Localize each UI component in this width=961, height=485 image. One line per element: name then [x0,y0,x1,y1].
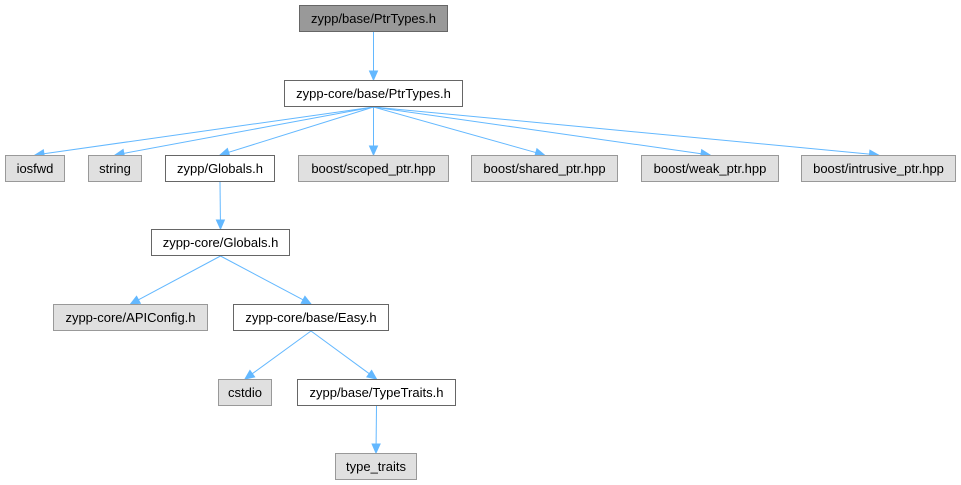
edge-core_ptrtypes-to-string [123,106,374,154]
edge-arrowhead [366,369,378,380]
node-zypp-base-ptrtypes-h: zypp/base/PtrTypes.h [299,5,448,32]
edge-core_globals-to-easy [220,255,304,301]
node-zypp-base-typetraits-h[interactable]: zypp/base/TypeTraits.h [297,379,456,406]
edge-arrowhead [129,295,142,305]
node-zypp-core-apiconfig-h: zypp-core/APIConfig.h [53,304,208,331]
edge-arrowhead [244,369,256,380]
node-type-traits: type_traits [335,453,417,480]
node-zypp-globals-h[interactable]: zypp/Globals.h [165,155,275,182]
node-iosfwd: iosfwd [5,155,65,182]
edge-core_globals-to-apiconfig [138,255,221,301]
node-zypp-core-base-easy-h[interactable]: zypp-core/base/Easy.h [233,304,389,331]
edge-arrowhead [215,219,226,231]
node-zypp-core-base-ptrtypes-h[interactable]: zypp-core/base/PtrTypes.h [284,80,463,107]
edge-arrowhead [300,295,313,305]
node-boost-scoped-ptr-hpp: boost/scoped_ptr.hpp [298,155,449,182]
edge-core_ptrtypes-to-shared_ptr [373,106,536,154]
edge-arrowhead [371,443,381,455]
node-zypp-core-globals-h[interactable]: zypp-core/Globals.h [151,229,290,256]
edge-core_ptrtypes-to-zypp_globals [228,106,374,153]
edge-easy-to-typetraits_h [310,330,370,375]
edge-arrowhead [368,70,379,82]
node-string: string [88,155,142,182]
node-boost-weak-ptr-hpp: boost/weak_ptr.hpp [641,155,779,182]
edge-arrowhead [368,145,379,157]
edge-core_ptrtypes-to-weak_ptr [373,106,702,155]
node-boost-shared-ptr-hpp: boost/shared_ptr.hpp [471,155,618,182]
node-cstdio: cstdio [218,379,272,406]
edge-easy-to-cstdio [251,330,312,375]
edge-core_ptrtypes-to-intrusive_ptr [373,106,870,155]
edge-core_ptrtypes-to-iosfwd [43,106,374,155]
node-boost-intrusive-ptr-hpp: boost/intrusive_ptr.hpp [801,155,956,182]
